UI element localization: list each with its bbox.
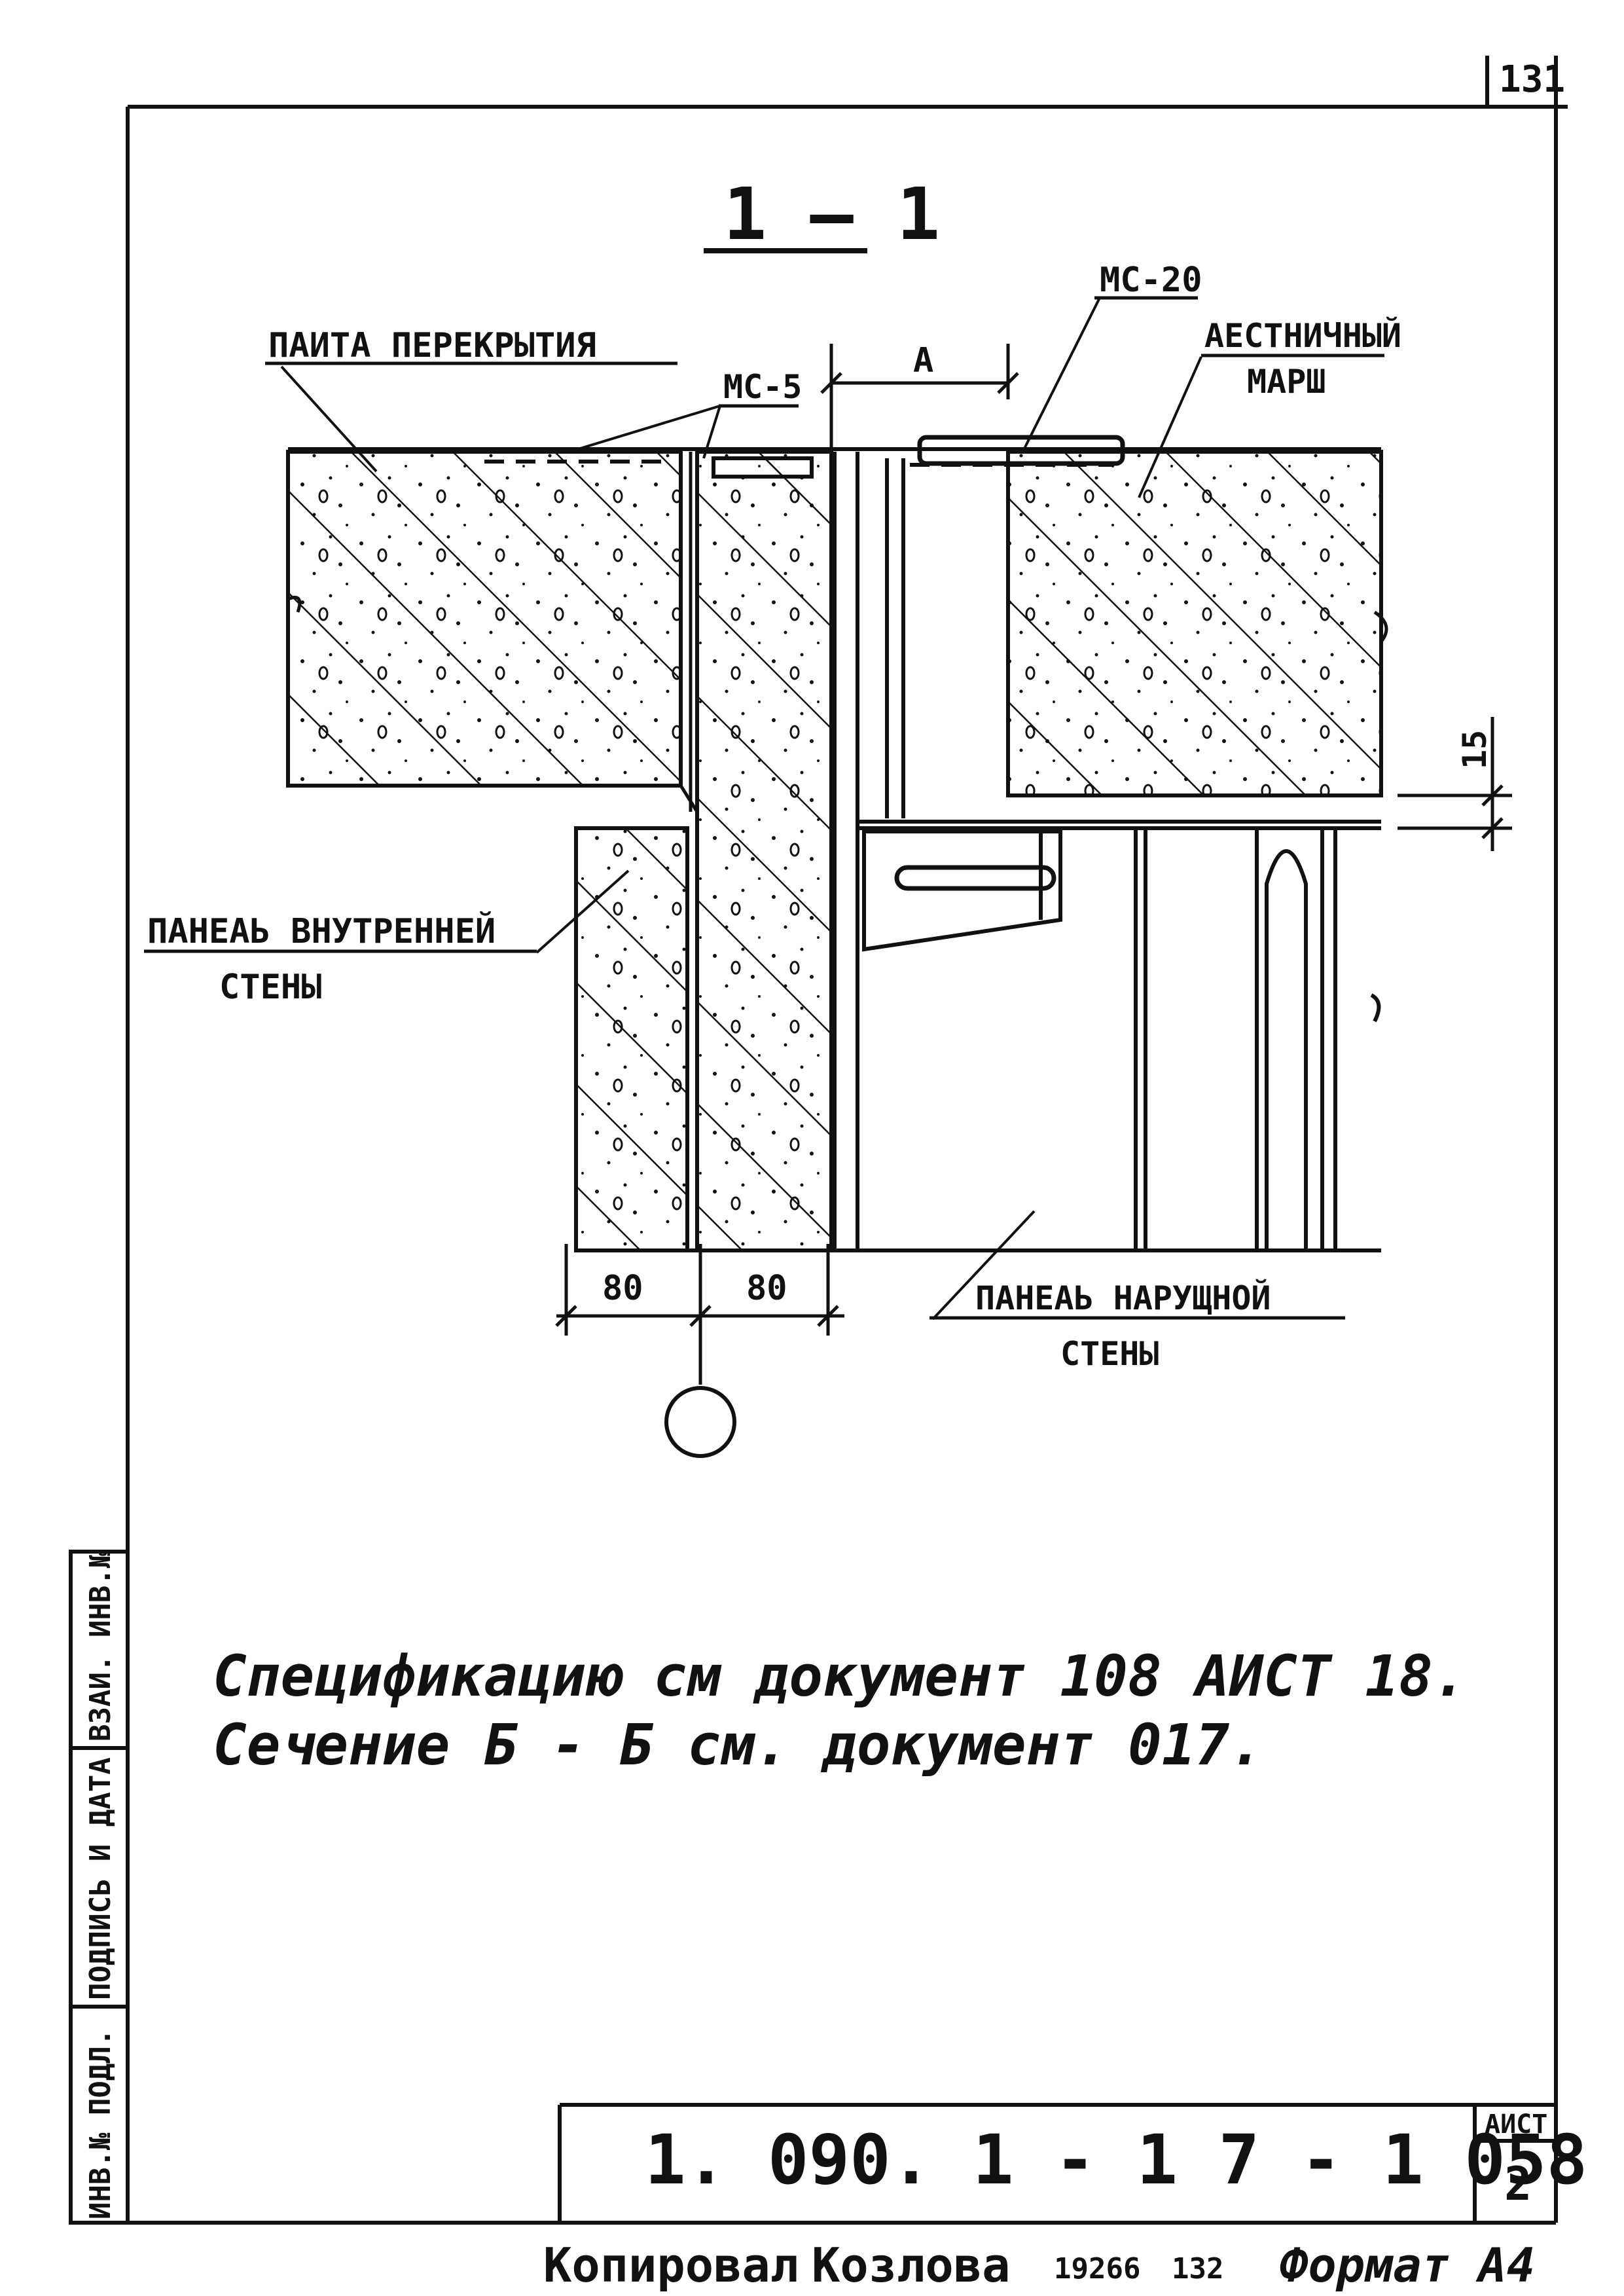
outer-wall-label-line1: ПАНЕАЬ НАРУЩНОЙ [975,1279,1271,1317]
footer-order: 19266 [1054,2252,1140,2286]
side-stamp-inventory: ИНВ.№ ПОДЛ. [84,2029,117,2219]
mc20-label: МС-20 [1100,261,1202,300]
inner-wall-label-line2: СТЕНЫ [219,968,322,1007]
stair-label-line1: АЕСТНИЧНЫЙ [1204,316,1401,355]
mc5-label: МС-5 [723,368,802,406]
mc5-leader-1 [569,405,721,453]
stair-flight-section [1006,450,1383,797]
inner-wall-leader [535,869,630,954]
mc5-leader-2 [702,405,721,459]
slab-label: ПАИТА ПЕРЕКРЫТИЯ [268,326,596,365]
support-bracket [862,829,1062,952]
sheet-number: 2 [1504,2157,1532,2211]
footer-format: Формат А4 [1280,2238,1535,2293]
side-stamp-exchange: ВЗАИ. ИНВ.№ [84,1550,117,1741]
outer-wall-panel-elevation [1134,828,1381,1250]
break-mark-left [287,596,302,613]
side-stamp-signature-date: ПОДПИСЬ И ДАТА [84,1757,117,2000]
slab-leader [280,365,378,473]
outer-wall-leader [931,1210,1036,1321]
floor-line-and-plates [288,435,1381,813]
title-block-code: 1. 090. 1 - 1 7 - 1 058 [645,2120,1587,2200]
break-mark-right [1373,610,1388,643]
section-title: 1 — 1 [723,172,940,256]
title-block [558,2103,1556,2223]
dimension-15 [1398,717,1512,851]
stair-label-line2: МАРШ [1247,363,1326,401]
stair-leader [1138,356,1202,498]
wall-core-section [695,450,833,1252]
dimension-15-label: 15 [1456,730,1494,769]
note-line-2: Сечение Б - Б см. документ 017. [213,1713,1263,1778]
dimension-80-right: 80 [746,1269,787,1308]
dimension-a [820,344,1019,452]
mc20-leader [1023,297,1101,449]
joint-zone [833,452,1381,1250]
side-stamp [69,1550,130,2225]
inner-wall-label-line1: ПАНЕАЬ ВНУТРЕННЕЙ [147,911,496,951]
floor-slab-section [286,450,683,788]
footer-copier: Козлова [812,2238,1010,2293]
sheet-frame [126,56,1568,2225]
note-line-1: Спецификацию см документ 108 АИСТ 18. [213,1644,1467,1709]
dimension-a-label: А [913,341,933,380]
outer-wall-label-line2: СТЕНЫ [1060,1335,1159,1373]
axis-marker-circle [664,1386,736,1458]
footer-number: 132 [1172,2252,1223,2286]
footer-copied: Копировал [543,2238,799,2293]
sheet-label: АИСТ [1485,2109,1547,2140]
page-number: 131 [1499,58,1565,101]
inner-wall-panel-section [574,826,689,1252]
dimension-80-left: 80 [602,1269,643,1308]
